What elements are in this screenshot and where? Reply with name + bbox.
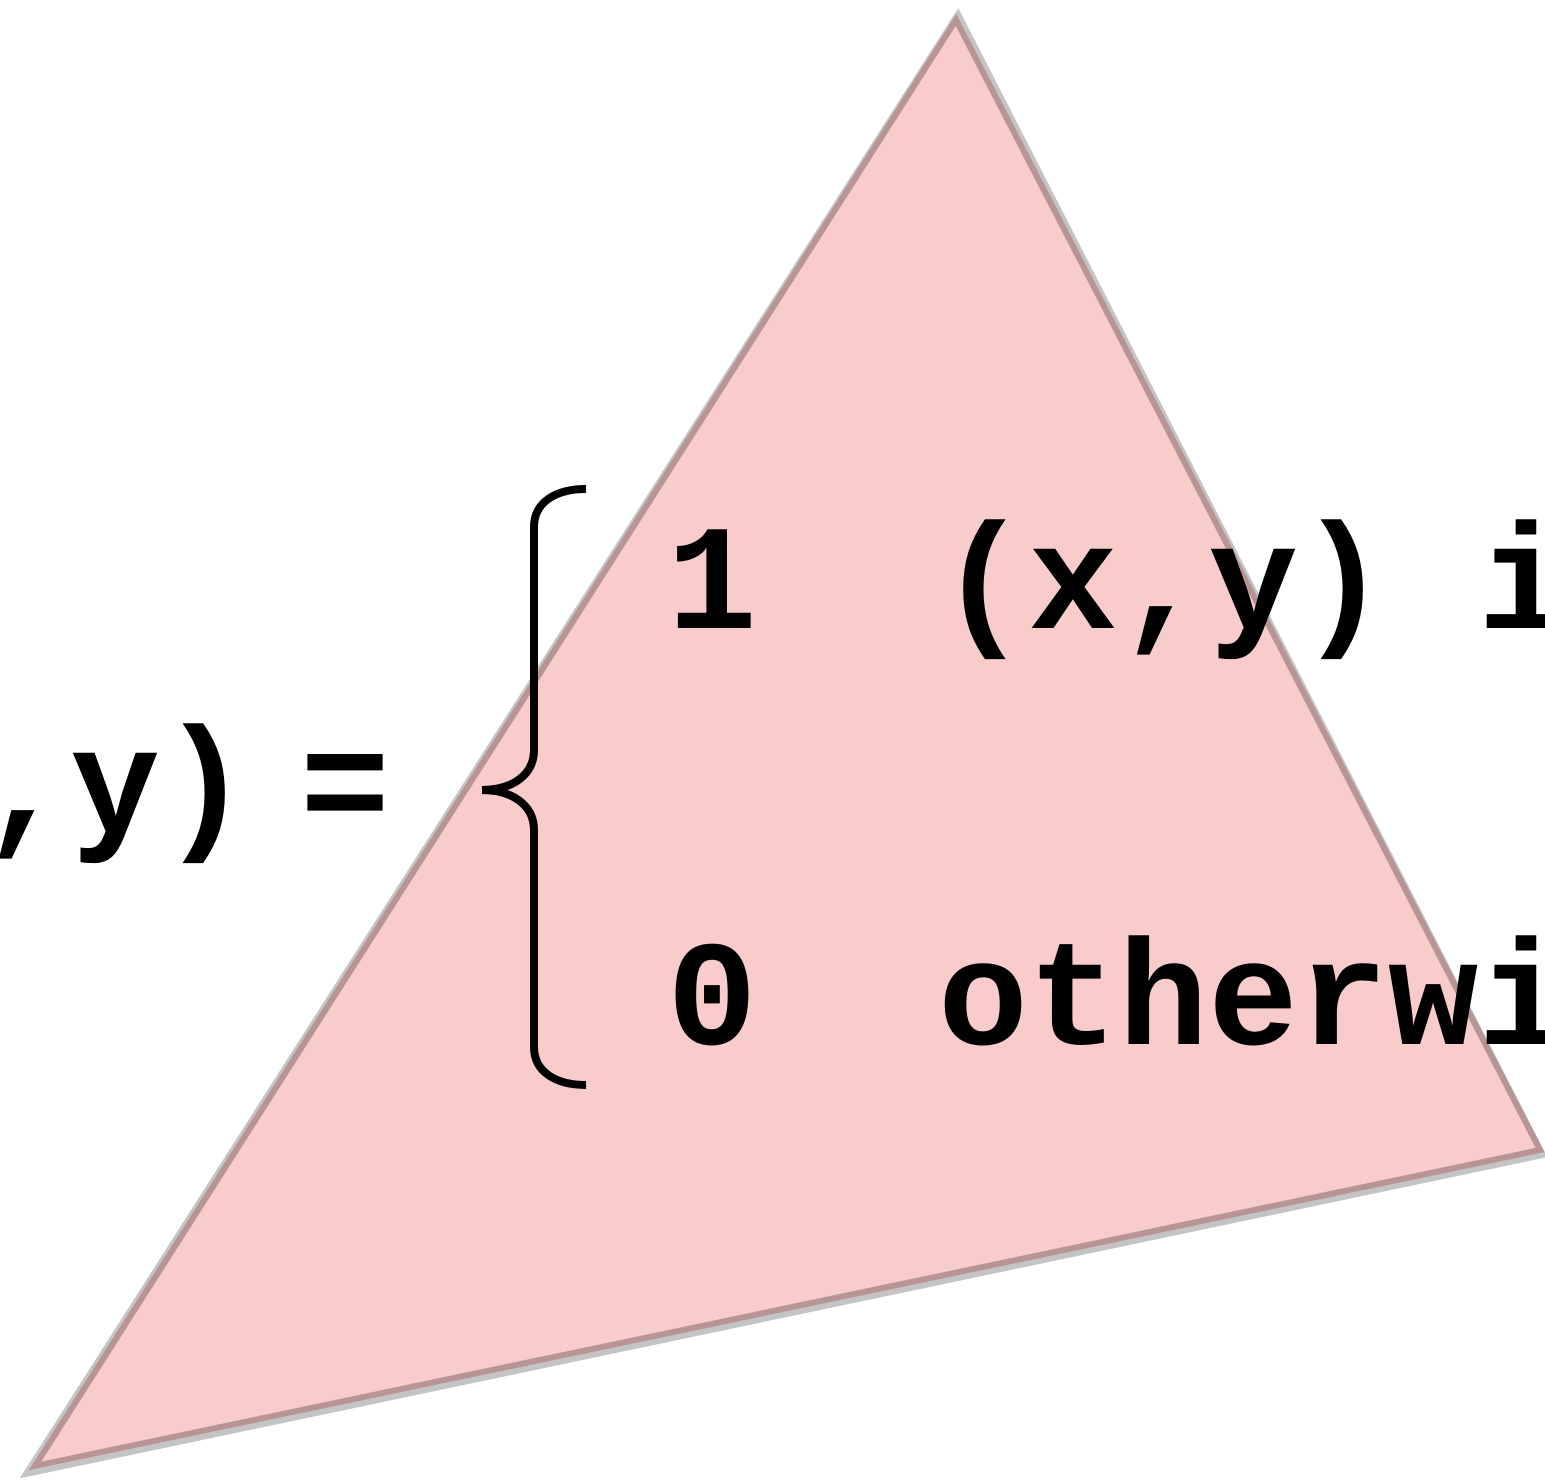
case-one-condition: (x,y) in xyxy=(938,504,1545,674)
triangle-region xyxy=(28,13,1545,1471)
curly-brace xyxy=(481,485,587,1089)
case-two-condition: otherwise xyxy=(938,920,1545,1090)
equals-sign: = xyxy=(300,708,390,878)
lhs-tail-text: ,y) xyxy=(0,708,250,878)
case-one-value: 1 xyxy=(667,504,757,674)
case-two-value: 0 xyxy=(667,920,757,1090)
